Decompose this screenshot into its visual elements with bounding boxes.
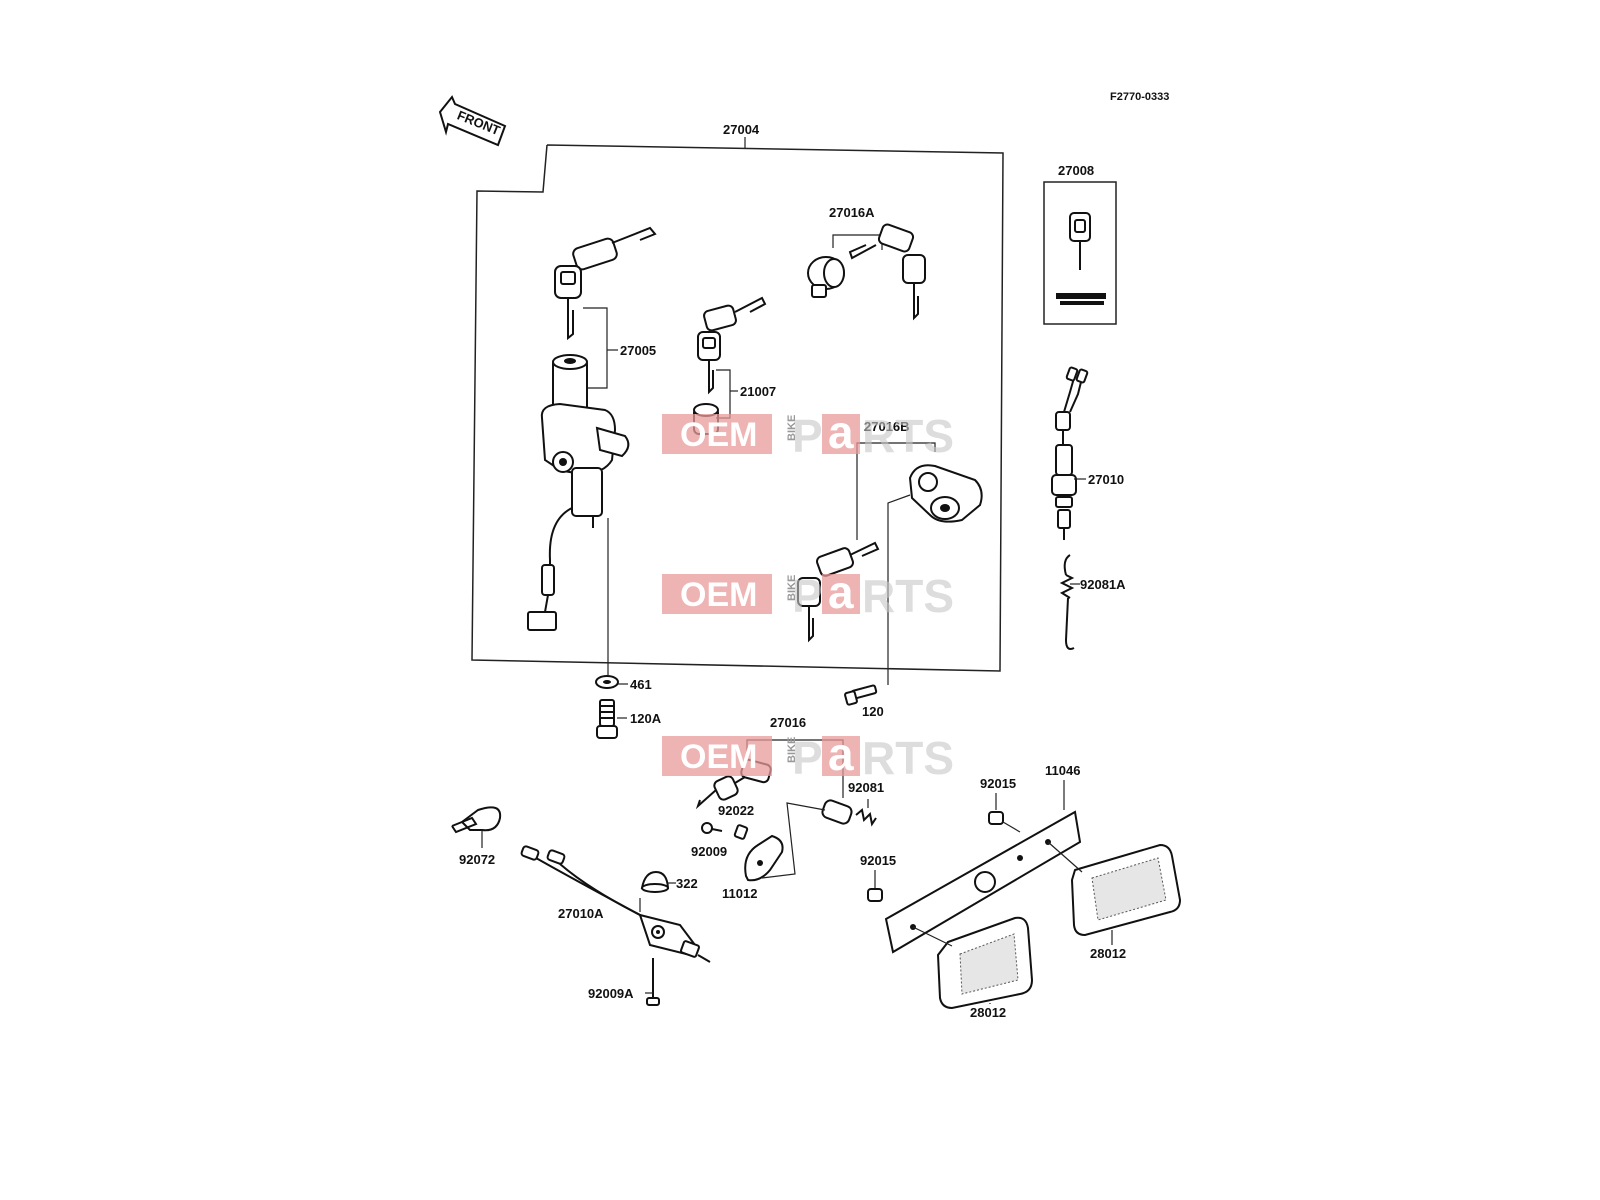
label-92081A: 92081A [1080,577,1126,592]
label-322: 322 [676,876,698,891]
label-27010A: 27010A [558,906,604,921]
svg-text:OEM: OEM [680,416,757,454]
bracket-plate-icon [744,834,784,882]
svg-text:P: P [792,570,823,622]
label-21007: 21007 [740,384,776,399]
label-92081: 92081 [848,780,884,795]
key-tag-icon [1056,212,1106,305]
key-icon [848,223,926,321]
label-27008: 27008 [1058,163,1094,178]
lock-cylinder-icon [807,256,845,298]
label-92022: 92022 [718,803,754,818]
svg-text:RTS: RTS [862,410,954,462]
cap-icon [640,870,670,893]
key-icon [697,296,767,395]
seat-lock-icon [908,464,983,523]
label-28012-left: 28012 [970,1005,1006,1020]
label-92072: 92072 [459,852,495,867]
label-92015-left: 92015 [860,853,896,868]
ignition-switch-icon [527,354,630,631]
label-92015-top: 92015 [980,776,1016,791]
grommet-icon [867,888,883,902]
svg-text:a: a [828,406,854,458]
svg-text:OEM: OEM [680,738,757,776]
helmet-lock-icon [821,799,877,827]
label-27016: 27016 [770,715,806,730]
label-120A: 120A [630,711,662,726]
label-28012-right: 28012 [1090,946,1126,961]
svg-text:RTS: RTS [862,570,954,622]
watermark: OEM BIKE P a RTS [662,728,954,784]
watermark: OEM BIKE P a RTS [662,406,954,462]
key-icon [554,226,657,341]
key-tag-box-27008 [1043,181,1117,325]
front-arrow-icon: FRONT [438,95,507,147]
stop-switch-icon [520,845,711,963]
watermark: OEM BIKE P a RTS [662,566,954,622]
label-27010: 27010 [1088,472,1124,487]
label-11046: 11046 [1045,763,1080,778]
svg-text:P: P [792,410,823,462]
label-11012: 11012 [722,886,757,901]
svg-text:a: a [828,566,854,618]
neutral-switch-icon [1051,366,1089,540]
label-92009A: 92009A [588,986,634,1001]
label-27004: 27004 [723,122,760,137]
svg-text:BIKE: BIKE [786,575,798,601]
label-120: 120 [862,704,884,719]
svg-text:BIKE: BIKE [786,737,798,763]
label-461: 461 [630,677,652,692]
label-92009: 92009 [691,844,727,859]
kit-box-27004 [471,144,1004,672]
spring-icon [1059,554,1075,650]
label-27016A: 27016A [829,205,875,220]
screw-icon [844,684,878,706]
label-27005: 27005 [620,343,656,358]
figure-code: F2770-0333 [1110,91,1169,103]
key-icon [797,541,880,643]
reflector-icon [936,916,1034,1010]
svg-text:RTS: RTS [862,732,954,784]
cable-clamp-icon [451,806,502,834]
grommet-icon [988,811,1004,825]
label-27016B: 27016B [864,419,910,434]
reflector-icon [1070,843,1182,937]
screw-icon [646,958,660,1006]
svg-text:P: P [792,732,823,784]
screw-icon [701,822,723,834]
bolt-icon [596,699,618,739]
svg-text:BIKE: BIKE [786,415,798,441]
svg-text:OEM: OEM [680,576,757,614]
svg-text:a: a [828,728,854,780]
nut-icon [733,824,749,840]
